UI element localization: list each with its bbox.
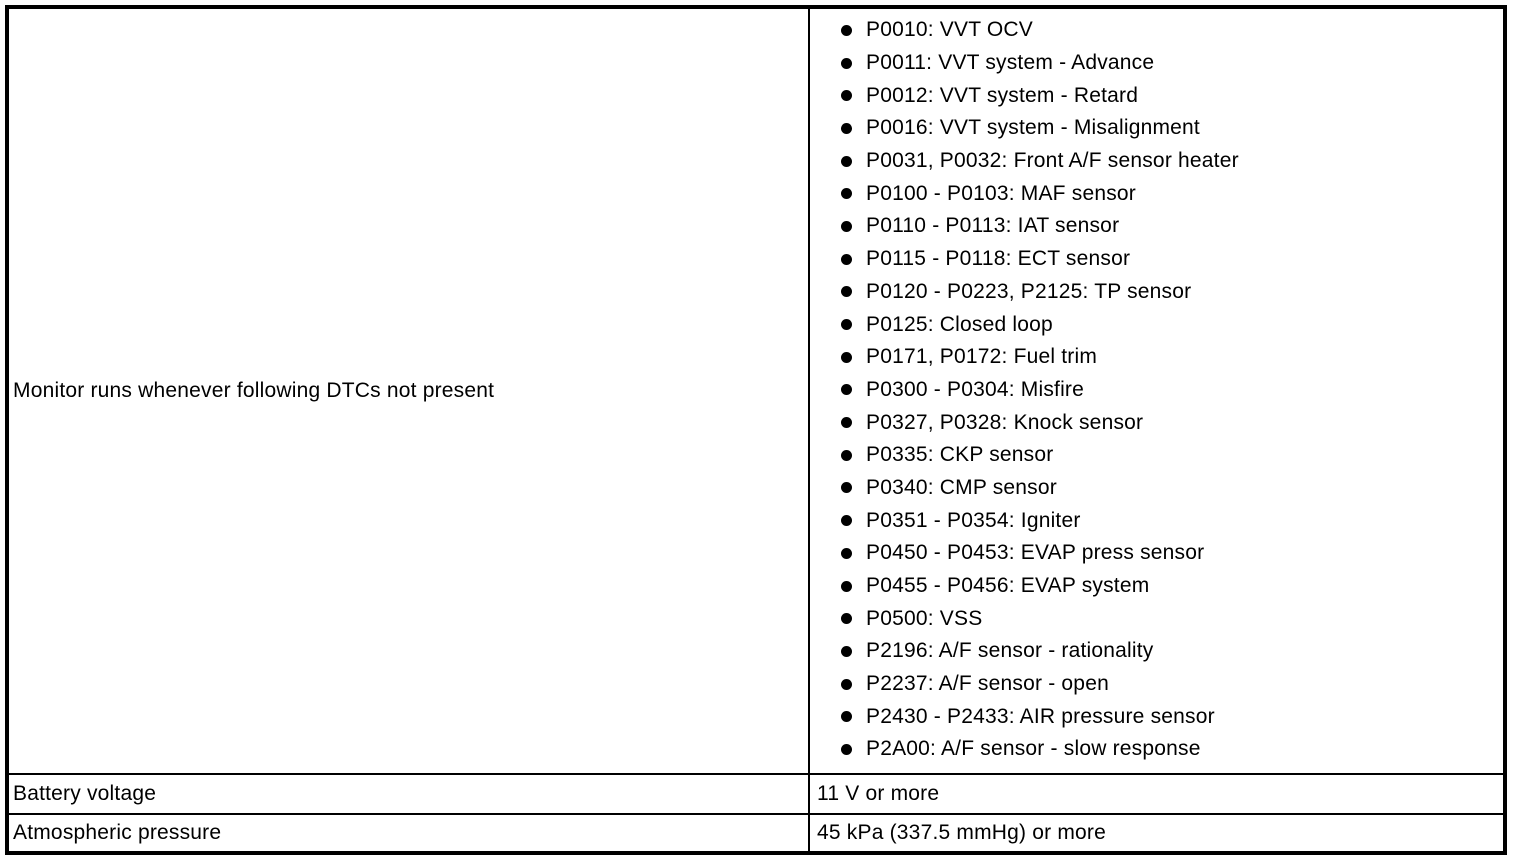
dtc-item-text: P0016: VVT system - Misalignment	[866, 116, 1200, 140]
monitor-condition-label-cell: Monitor runs whenever following DTCs not…	[9, 9, 808, 773]
dtc-item-text: P0100 - P0103: MAF sensor	[866, 181, 1136, 205]
battery-voltage-value: 11 V or more	[817, 782, 940, 805]
dtc-list-item: P0125: Closed loop	[810, 308, 1503, 341]
dtc-item-text: P0300 - P0304: Misfire	[866, 377, 1085, 401]
dtc-item-text: P0011: VVT system - Advance	[866, 51, 1155, 75]
dtc-list-item: P2237: A/F sensor - open	[810, 668, 1503, 701]
dtc-list-cell: P0010: VVT OCV P0011: VVT system - Advan…	[808, 9, 1503, 773]
dtc-list-item: P0500: VSS	[810, 602, 1503, 635]
battery-voltage-label-cell: Battery voltage	[9, 773, 808, 813]
bullet-icon	[841, 449, 852, 461]
bullet-icon	[841, 188, 852, 200]
dtc-list-item: P0455 - P0456: EVAP system	[810, 570, 1503, 603]
dtc-item-text: P0500: VSS	[866, 606, 983, 630]
bullet-icon	[841, 155, 852, 167]
bullet-icon	[841, 57, 852, 69]
bullet-icon	[841, 547, 852, 559]
dtc-list-item: P0340: CMP sensor	[810, 472, 1503, 505]
monitor-condition-label: Monitor runs whenever following DTCs not…	[13, 379, 495, 402]
battery-voltage-value-cell: 11 V or more	[808, 773, 1503, 813]
dtc-list-item: P0010: VVT OCV	[810, 14, 1503, 47]
bullet-icon	[841, 417, 852, 429]
bullet-icon	[841, 220, 852, 232]
bullet-icon	[841, 645, 852, 657]
dtc-item-text: P0115 - P0118: ECT sensor	[866, 247, 1131, 271]
bullet-icon	[841, 90, 852, 102]
bullet-icon	[841, 286, 852, 298]
dtc-list-item: P0012: VVT system - Retard	[810, 79, 1503, 112]
bullet-icon	[841, 613, 852, 625]
dtc-item-text: P2237: A/F sensor - open	[866, 672, 1109, 696]
dtc-list-item: P0011: VVT system - Advance	[810, 47, 1503, 80]
dtc-item-text: P0327, P0328: Knock sensor	[866, 410, 1144, 434]
dtc-item-text: P0110 - P0113: IAT sensor	[866, 214, 1120, 238]
dtc-list: P0010: VVT OCV P0011: VVT system - Advan…	[810, 14, 1503, 766]
bullet-icon	[841, 743, 852, 755]
dtc-item-text: P0171, P0172: Fuel trim	[866, 345, 1098, 369]
bullet-icon	[841, 482, 852, 494]
dtc-item-text: P2A00: A/F sensor - slow response	[866, 737, 1201, 761]
bullet-icon	[841, 678, 852, 690]
dtc-item-text: P2196: A/F sensor - rationality	[866, 639, 1154, 663]
dtc-item-text: P0455 - P0456: EVAP system	[866, 574, 1150, 598]
bullet-icon	[841, 253, 852, 265]
bullet-icon	[841, 580, 852, 592]
bullet-icon	[841, 384, 852, 396]
dtc-list-item: P0110 - P0113: IAT sensor	[810, 210, 1503, 243]
dtc-list-item: P0171, P0172: Fuel trim	[810, 341, 1503, 374]
atmospheric-pressure-value: 45 kPa (337.5 mmHg) or more	[817, 821, 1107, 844]
dtc-item-text: P0340: CMP sensor	[866, 475, 1057, 499]
bullet-icon	[841, 515, 852, 527]
dtc-list-item: P0450 - P0453: EVAP press sensor	[810, 537, 1503, 570]
dtc-list-item: P0016: VVT system - Misalignment	[810, 112, 1503, 145]
atmospheric-pressure-label: Atmospheric pressure	[13, 821, 222, 844]
dtc-item-text: P0010: VVT OCV	[866, 18, 1033, 42]
dtc-list-item: P0031, P0032: Front A/F sensor heater	[810, 145, 1503, 178]
dtc-list-item: P0351 - P0354: Igniter	[810, 504, 1503, 537]
dtc-item-text: P2430 - P2433: AIR pressure sensor	[866, 704, 1215, 728]
dtc-item-text: P0450 - P0453: EVAP press sensor	[866, 541, 1205, 565]
dtc-item-text: P0120 - P0223, P2125: TP sensor	[866, 279, 1192, 303]
dtc-item-text: P0031, P0032: Front A/F sensor heater	[866, 149, 1239, 173]
dtc-item-text: P0125: Closed loop	[866, 312, 1053, 336]
dtc-list-item: P0115 - P0118: ECT sensor	[810, 243, 1503, 276]
monitor-conditions-table: Monitor runs whenever following DTCs not…	[5, 5, 1507, 855]
atmospheric-pressure-value-cell: 45 kPa (337.5 mmHg) or more	[808, 813, 1503, 851]
dtc-list-item: P0120 - P0223, P2125: TP sensor	[810, 276, 1503, 309]
dtc-list-item: P2196: A/F sensor - rationality	[810, 635, 1503, 668]
battery-voltage-label: Battery voltage	[13, 782, 157, 805]
dtc-list-item: P0100 - P0103: MAF sensor	[810, 177, 1503, 210]
atmospheric-pressure-label-cell: Atmospheric pressure	[9, 813, 808, 851]
dtc-item-text: P0012: VVT system - Retard	[866, 83, 1139, 107]
dtc-list-item: P0300 - P0304: Misfire	[810, 374, 1503, 407]
dtc-item-text: P0335: CKP sensor	[866, 443, 1054, 467]
bullet-icon	[841, 319, 852, 331]
dtc-item-text: P0351 - P0354: Igniter	[866, 508, 1081, 532]
bullet-icon	[841, 351, 852, 363]
bullet-icon	[841, 122, 852, 134]
dtc-list-item: P0327, P0328: Knock sensor	[810, 406, 1503, 439]
bullet-icon	[841, 711, 852, 723]
bullet-icon	[841, 24, 852, 36]
dtc-list-item: P2430 - P2433: AIR pressure sensor	[810, 700, 1503, 733]
dtc-list-item: P0335: CKP sensor	[810, 439, 1503, 472]
dtc-list-item: P2A00: A/F sensor - slow response	[810, 733, 1503, 766]
